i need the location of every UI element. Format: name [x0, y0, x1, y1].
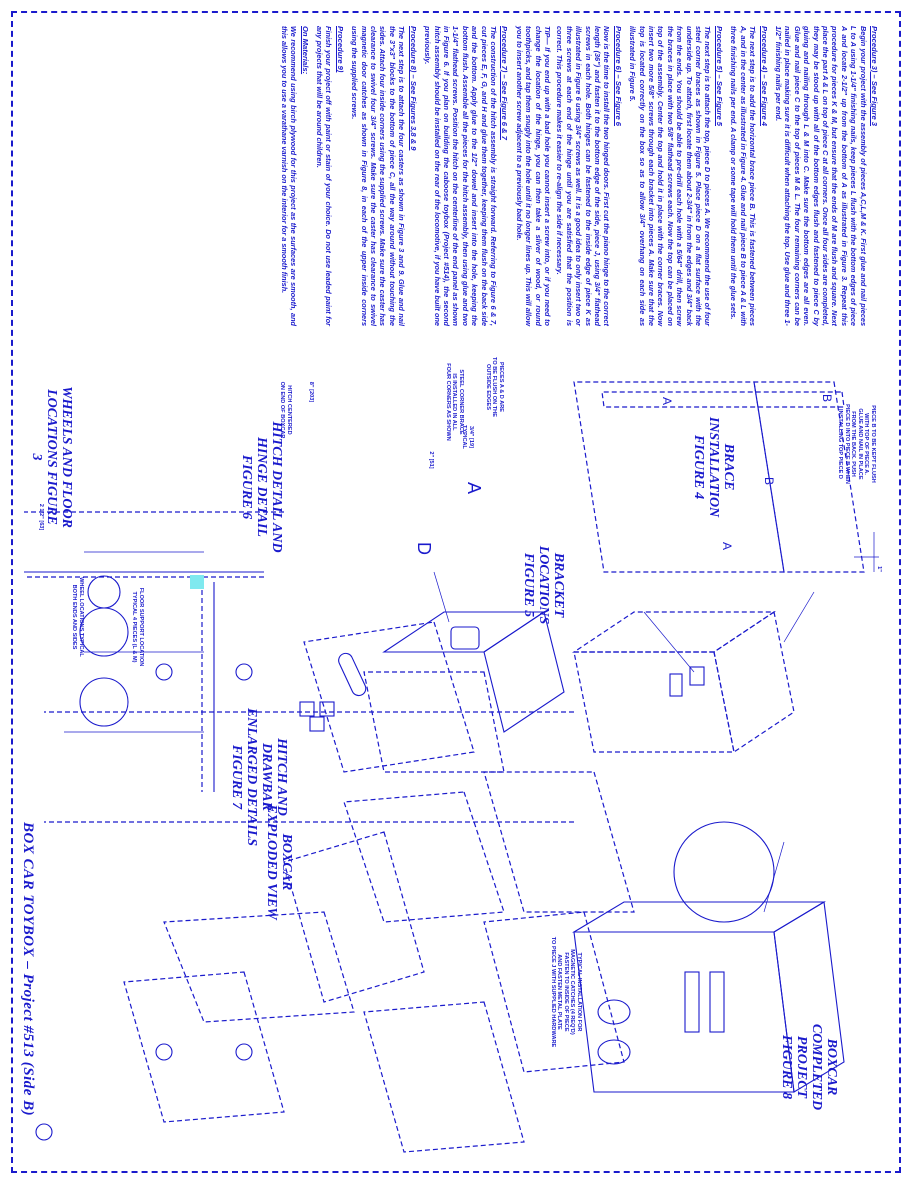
figure-5-drawing: [572, 591, 815, 753]
fig3-note-6: WHEEL LOCATIONS TYPICAL BOTH ENDS AND SI…: [71, 577, 85, 657]
exploded-view-drawing: [35, 621, 635, 1153]
figure-6-drawing: [363, 571, 565, 773]
figure-3-drawing: [24, 511, 284, 792]
fig5-note2: PIECES A & D ARE TO BE FLUSH ON THE OUTS…: [485, 357, 504, 417]
fig4-label-b: B: [762, 477, 776, 486]
fig5-label-d: D: [414, 542, 434, 555]
fig4-label-a2: A: [660, 397, 674, 406]
fig6-dim: 8" [203]: [308, 381, 314, 403]
fig5-dim1: 3/4" [19] TYPICAL: [461, 425, 475, 449]
fig4-note: PIECE B TO BE KEPT FLUSH WITH TOP OF PIE…: [837, 404, 877, 484]
fig3-dim-0: 2 1/2" [63]: [38, 503, 44, 531]
exploded-caption: BOXCAR EXPLODED VIEW: [264, 804, 294, 920]
fig5-label-a: A: [464, 482, 484, 495]
figure-8-drawing: [572, 821, 845, 1093]
fig4-caption: BRACE INSTALLATION FIGURE 4: [691, 416, 736, 518]
fig5-caption: BRACKET LOCATIONS FIGURE 5: [521, 545, 566, 625]
fig4-dim: 1": [876, 566, 882, 572]
fig6-caption: HITCH DETAIL AND HINGE DETAIL FIGURE 6: [239, 421, 284, 553]
sheet-title: BOX CAR TOYBOX – Project #513 (Side B): [20, 822, 36, 1117]
fig8-note: TYPICAL INSTALLATION FOR MAGNETIC CATCHE…: [550, 936, 582, 1048]
fig5-dim2: 2" [51]: [428, 451, 434, 469]
page-border: [11, 11, 901, 1173]
fig4-label-b2: B: [820, 394, 834, 403]
figure-4-drawing: [573, 381, 879, 573]
line-art: [24, 381, 879, 1153]
fig3-note-0: FLOOR SUPPORT LOCATION TYPICAL 4 PIECES …: [131, 587, 145, 667]
fig3-caption: WHEELS AND FLOOR LOCATIONS FIGURE 3: [29, 386, 74, 528]
fig8-caption: BOXCAR COMPLETED PROJECT FIGURE 8: [779, 1023, 839, 1111]
fig4-label-a: A: [720, 542, 734, 551]
figure-7-drawing: [299, 652, 367, 732]
